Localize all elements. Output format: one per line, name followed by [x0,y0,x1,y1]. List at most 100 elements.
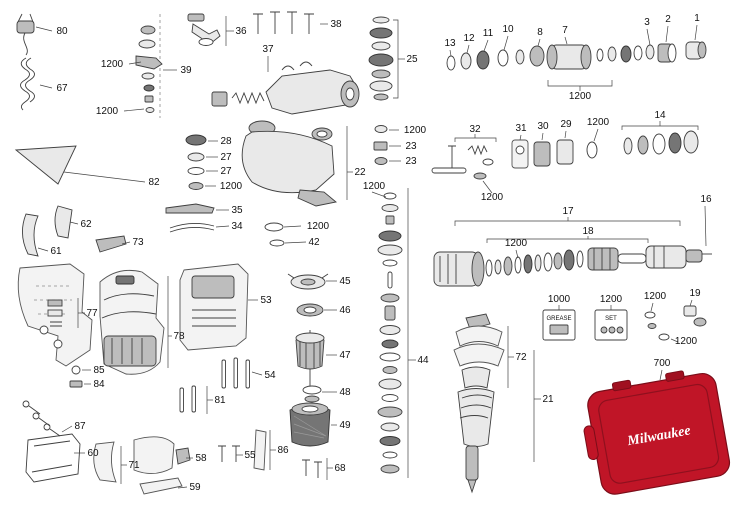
part-39-selector-stack [135,14,163,118]
part-78-handle-housing [99,269,165,375]
leader-line-1200 [128,61,142,65]
part-label-82: 82 [148,177,160,188]
part-label-71: 71 [128,460,140,471]
leader-line-19 [689,299,693,307]
part-label-18: 18 [582,226,594,237]
grease-label: GREASE [546,316,571,322]
part-label-77: 77 [86,308,98,319]
part-label-17: 17 [562,206,574,217]
leader-line-25 [393,19,399,99]
part-label-11: 11 [483,28,494,39]
part-label-48: 48 [339,387,351,398]
part-35-lever [165,203,215,214]
part-label-59: 59 [189,482,201,493]
leader-line-12 [466,44,470,54]
part-label-80: 80 [56,26,68,37]
part-label-78: 78 [173,331,185,342]
leader-line-1200 [283,225,302,228]
part-53-motor-housing [179,263,249,351]
part-label-68: 68 [334,463,346,474]
leader-line-80 [35,26,53,32]
part-label-1200: 1200 [307,221,330,232]
leader-line-31 [519,134,522,141]
part-label-44: 44 [417,355,429,366]
part-label-22: 22 [354,167,366,178]
part-19-small-parts [644,305,707,341]
part-label-2: 2 [665,14,671,25]
part-67-cord [20,57,35,111]
grease-box: GREASE [542,309,576,341]
part-62-bracket [54,205,73,239]
leader-line-8 [537,38,541,47]
part-44-hammer-stack [377,192,403,474]
part-48-washers [302,385,322,403]
leader-line-1200 [593,128,599,142]
part-label-37: 37 [262,44,274,55]
part-label-28: 28 [220,136,232,147]
leader-line-59 [177,486,188,489]
leader-line-18 [486,238,649,243]
part-label-16: 16 [700,194,712,205]
part-42-rings [264,222,285,247]
part-label-54: 54 [264,370,276,381]
part-label-25: 25 [406,54,418,65]
part-71-cover [93,436,175,483]
part-34-clip [169,223,215,233]
part-label-81: 81 [214,395,226,406]
part-label-36: 36 [235,26,247,37]
part-label-19: 19 [689,288,701,299]
leader-line-2 [665,25,669,43]
part-label-45: 45 [339,276,351,287]
part-label-1000: 1000 [548,294,571,305]
part-87-screws [22,400,61,437]
leader-line-14 [621,125,699,130]
leader-line-1200 [371,191,387,198]
leader-line-1200 [670,338,679,343]
part-58-clip [175,447,191,465]
labels-layer: 8067363912001200373825282727120022120023… [35,13,712,493]
part-77-contacts [47,299,63,327]
part-22-gear-housing [241,120,338,207]
part-label-60: 60 [87,448,99,459]
part-label-42: 42 [308,237,320,248]
leader-line-1200 [515,249,519,259]
part-label-55: 55 [244,450,256,461]
leader-line-1200 [650,302,654,312]
part-label-1200: 1200 [481,192,504,203]
leader-line-13 [449,49,452,57]
part-label-29: 29 [560,119,572,130]
leader-line-29 [564,130,567,139]
leader-line-1200 [482,180,493,194]
part-label-1200: 1200 [600,294,623,305]
part-25-gear-stack [368,16,394,101]
part-21-grip-bit [457,388,495,494]
part-68-screws [302,459,322,478]
leader-line-54 [251,371,263,376]
leader-line-1 [694,24,698,41]
part-label-49: 49 [339,420,351,431]
leader-line-61 [37,247,49,252]
part-label-1: 1 [694,13,700,24]
leader-line-30 [541,132,544,141]
part-label-47: 47 [339,350,351,361]
part-label-27: 27 [220,152,232,163]
leader-line-87 [61,425,73,433]
leader-line-62 [69,221,79,225]
part-label-46: 46 [339,305,351,316]
part-label-27: 27 [220,166,232,177]
part-label-31: 31 [515,123,527,134]
part-23-stack [373,125,388,165]
part-label-72: 72 [515,352,527,363]
leader-line-3 [646,28,651,46]
leader-line-73 [121,241,131,245]
part-61-bracket [22,213,39,257]
part-49-field-coil [289,402,331,447]
row1-clutch-parts [446,41,707,71]
part-label-32: 32 [469,124,481,135]
part-label-73: 73 [132,237,144,248]
part-label-1200: 1200 [363,181,386,192]
part-36-lever-assembly [187,13,221,46]
part-label-1200: 1200 [101,59,124,70]
